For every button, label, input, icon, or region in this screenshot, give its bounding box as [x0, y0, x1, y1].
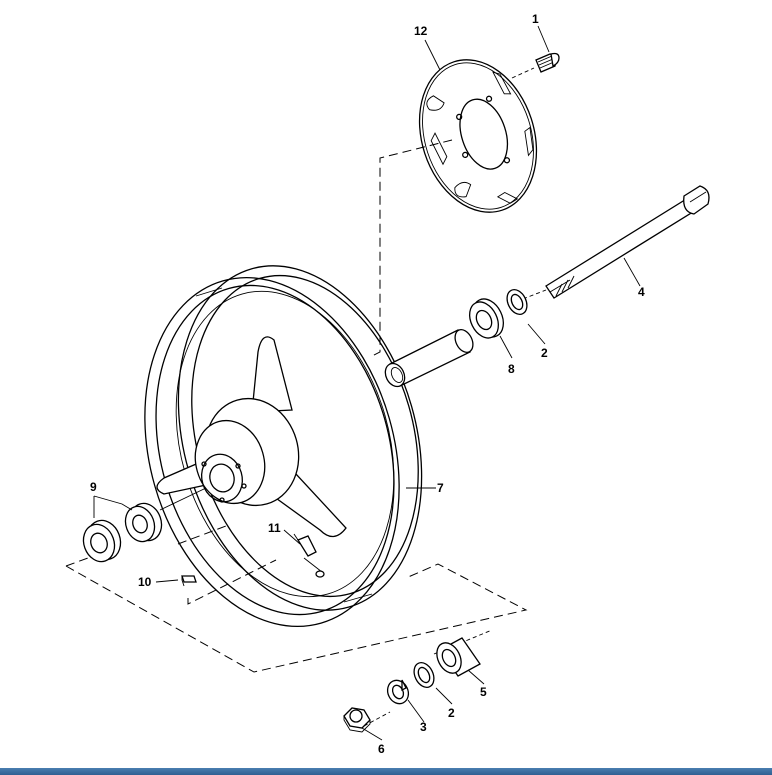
callout-2-upper: 2 [541, 346, 548, 360]
leader-lines [93, 25, 641, 741]
spacer-tube [384, 329, 474, 388]
callout-3: 3 [420, 720, 427, 734]
balance-weight [181, 575, 197, 587]
callout-11: 11 [268, 521, 281, 535]
callout-6: 6 [378, 742, 385, 756]
callout-7: 7 [437, 481, 444, 495]
lower-dashed-tray [65, 525, 528, 673]
window-bottom-bar [0, 768, 772, 775]
disc-leader-dashed [371, 139, 453, 357]
lock-washer-3 [386, 679, 410, 705]
callout-10: 10 [138, 575, 152, 589]
bearing-8 [469, 298, 504, 339]
disc-screw [511, 52, 560, 79]
callout-12: 12 [414, 24, 428, 38]
valve-stem [297, 535, 317, 557]
callout-1: 1 [532, 12, 539, 26]
spacer-5 [436, 637, 481, 677]
washer-2-lower [413, 662, 435, 688]
callout-2-lower: 2 [448, 706, 455, 720]
callout-8: 8 [508, 362, 515, 376]
callout-9: 9 [90, 480, 97, 494]
callout-4: 4 [638, 285, 645, 299]
bearing-9-inner [124, 502, 163, 543]
brake-disc [418, 59, 538, 213]
bearing-9-outer [82, 519, 122, 563]
axle [509, 185, 710, 305]
front-wheel [144, 265, 423, 628]
axle-nut-6 [343, 707, 391, 733]
washer-2-right [506, 289, 528, 315]
callout-5: 5 [480, 685, 487, 699]
